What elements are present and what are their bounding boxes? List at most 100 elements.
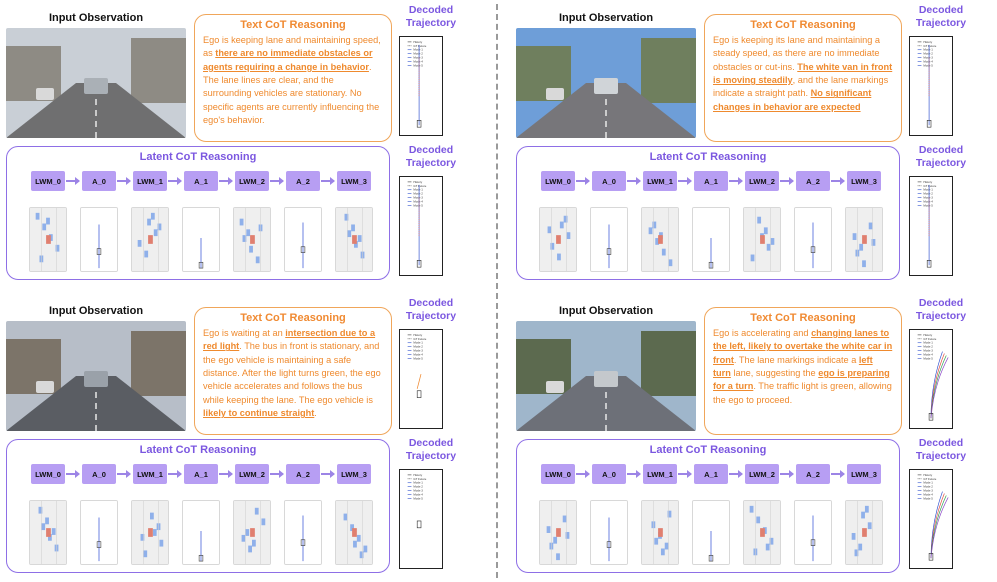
latent-state-thumbnail [794,207,832,272]
agent-box [660,548,665,556]
legend-entry: Mode 5 [923,496,933,500]
trajectory-label: Trajectory [405,450,457,463]
highlighted-reasoning: ego is preparing for a turn [713,368,890,392]
example-panel-1: Input Observation Text CoT Reasoning Ego… [4,4,484,284]
latent-thumbnail [591,501,627,564]
chain-arrow [168,177,182,185]
agent-box [255,256,260,264]
agent-box [769,537,774,545]
agent-box [147,218,151,226]
legend-entry: Mode 5 [413,63,423,67]
latent-node-lwm-2: LWM_2 [745,171,779,191]
chain-arrow [627,470,641,478]
agent-box [862,260,866,268]
agent-box [770,238,775,245]
reasoning-text: Ego is keeping its lane and maintaining … [713,35,881,72]
latent-node-lwm-1: LWM_1 [133,464,167,484]
latent-thumbnail [744,208,780,271]
chain-arrow [66,470,80,478]
legend-entry: History [923,40,932,44]
latent-thumbnail [336,501,372,564]
latent-cot-title: Latent CoT Reasoning [649,151,767,163]
ego-vehicle [416,520,422,529]
latent-state-thumbnail [590,500,628,565]
legend-entry: History [923,473,932,477]
agent-box [242,235,247,242]
agent-box [159,539,164,547]
latent-thumbnail [81,208,117,271]
latent-state-thumbnail [80,500,118,565]
chain-arrow [729,177,743,185]
legend-entry: Mode 3 [413,489,423,493]
ego-box [862,528,867,537]
agent-box [655,238,660,245]
legend-entry: Mode 1 [413,48,423,52]
agent-box [254,507,259,515]
legend-entry: Mode 5 [413,203,423,207]
legend-entry: History [413,40,422,44]
agent-box [661,248,666,256]
agent-box [245,529,250,536]
legend-entry: Mode 3 [923,489,933,493]
text-cot-title: Text CoT Reasoning [240,312,346,324]
agent-box [566,232,571,240]
ego-box [708,261,714,269]
legend-entry: Mode 2 [923,52,933,56]
ego-box [46,235,51,244]
agent-box [46,217,50,225]
decoded-trajectory-title-top: Decoded Trajectory [400,4,462,30]
latent-thumbnail [81,501,117,564]
input-observation-title: Input Observation [558,12,654,24]
camera-image [516,28,696,138]
reasoning-text: . The traffic light is green, allowing t… [713,381,892,405]
decoded-label: Decoded [408,297,454,309]
agent-box [144,250,149,258]
latent-node-a-0: A_0 [82,171,116,191]
decoded-label: Decoded [408,4,454,16]
latent-state-thumbnail [233,207,271,272]
agent-box [261,518,266,526]
reasoning-text: Ego is waiting at an [203,328,286,338]
legend-entry: History [923,333,932,337]
legend-entry: History [413,473,422,477]
ego-box [760,235,765,244]
agent-box [246,229,251,237]
latent-node-lwm-0: LWM_0 [541,171,575,191]
latent-state-thumbnail [845,207,883,272]
latent-node-lwm-3: LWM_3 [337,171,371,191]
latent-thumbnail [183,501,219,564]
legend-entry: Mode 2 [923,345,933,349]
decoded-trajectory-title-top: Decoded Trajectory [910,297,972,323]
chain-arrow [729,470,743,478]
ego-vehicle [416,390,422,398]
legend-entry: Mode 5 [923,203,933,207]
latent-state-thumbnail [692,207,730,272]
agent-box [864,505,869,513]
agent-box [143,550,148,558]
ego-box [810,539,816,546]
camera-scene [6,321,186,431]
latent-state-thumbnail [182,500,220,565]
legend-entry: GT Future [923,184,936,188]
latent-node-lwm-3: LWM_3 [337,464,371,484]
decoded-trajectory-title-bottom: Decoded Trajectory [400,144,462,170]
legend-entry: Mode 1 [413,188,423,192]
agent-box [357,235,362,242]
agent-box [150,212,155,220]
latent-state-thumbnail [539,500,577,565]
legend-entry: Mode 4 [413,59,423,63]
latent-state-thumbnail [590,207,628,272]
latent-thumbnail [540,501,576,564]
agent-box [356,534,361,542]
vehicle-ahead [84,78,108,94]
latent-thumbnail [795,501,831,564]
chain-arrow [780,470,794,478]
legend-entry: Mode 5 [923,356,933,360]
legend-entry: History [413,180,422,184]
trajectory-mode [416,373,422,389]
decoded-trajectory-title-bottom: Decoded Trajectory [400,437,462,463]
legend-entry: Mode 4 [413,199,423,203]
vehicle-ahead [594,371,618,387]
agent-box [249,245,253,253]
